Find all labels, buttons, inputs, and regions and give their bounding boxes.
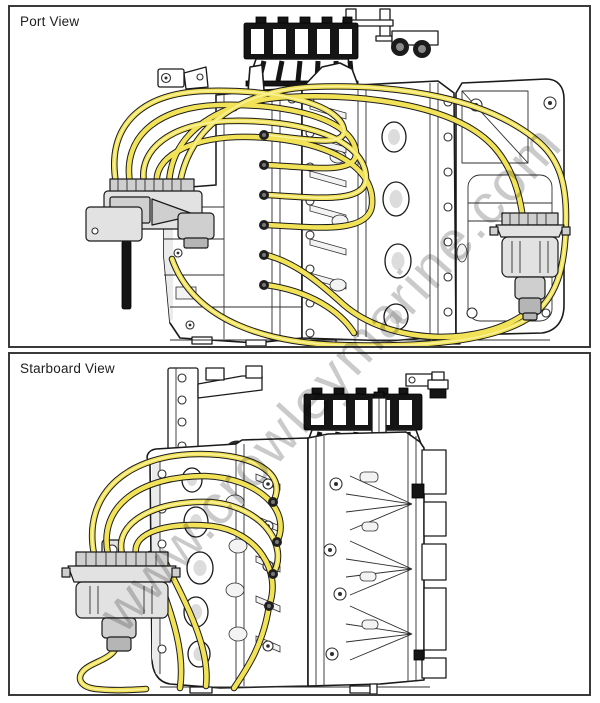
port-view-illustration xyxy=(85,8,571,346)
ignition-coil-left xyxy=(85,178,215,310)
port-view-panel: Port View xyxy=(8,5,591,348)
spark-plug-caps xyxy=(259,130,269,290)
spark-plug-wires-port xyxy=(114,86,566,346)
cylinder-head xyxy=(301,62,457,342)
starboard-view-label: Starboard View xyxy=(20,361,115,376)
flange-stack xyxy=(411,371,449,679)
crankcase xyxy=(307,431,425,687)
ignition-coil-right xyxy=(489,212,571,321)
top-left-bracket xyxy=(157,66,209,90)
flywheel-knobs xyxy=(391,30,439,58)
spark-plug-caps xyxy=(264,497,282,611)
starboard-view-panel: Starboard View xyxy=(8,352,591,696)
ground-cable xyxy=(121,240,132,310)
ignition-coil-left xyxy=(61,551,181,652)
starboard-view-illustration xyxy=(61,365,449,694)
spark-plug-wires-starboard xyxy=(80,454,282,690)
port-view-label: Port View xyxy=(20,14,80,29)
